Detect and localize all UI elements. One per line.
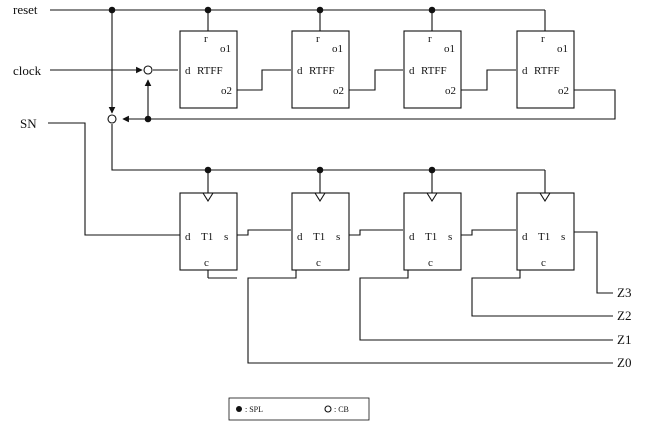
spl-dot <box>144 115 152 123</box>
output-label-z3: Z3 <box>617 285 631 300</box>
t1-4: d T1 s c <box>516 192 575 271</box>
t1-chain-wires <box>237 229 516 236</box>
spl-dot <box>316 6 324 14</box>
t1-2: d T1 s c <box>291 192 350 271</box>
spl-dot <box>108 6 116 14</box>
legend-cb-label: : CB <box>334 405 349 414</box>
spl-dot <box>204 6 212 14</box>
rtff-d-pin: d <box>522 65 528 77</box>
t1-s-pin: s <box>224 231 228 243</box>
spl-dot <box>204 166 212 174</box>
rtff-o2-pin: o2 <box>558 85 569 97</box>
spl-dots <box>108 6 436 174</box>
output-label-z0: Z0 <box>617 355 631 370</box>
t1-name: T1 <box>538 231 550 243</box>
rtff-name: RTFF <box>197 65 223 77</box>
t1-c-pin: c <box>428 257 433 269</box>
output-label-z1: Z1 <box>617 332 631 347</box>
legend-cb-icon <box>324 405 332 413</box>
t1-1: d T1 s c <box>179 192 238 271</box>
t1-s-pin: s <box>336 231 340 243</box>
sn-label: SN <box>20 116 37 131</box>
t1-name: T1 <box>201 231 213 243</box>
t1-3: d T1 s c <box>403 192 462 271</box>
t1-d-pin: d <box>185 231 191 243</box>
t1-s-pin: s <box>448 231 452 243</box>
rtff-name: RTFF <box>421 65 447 77</box>
legend-spl-label: : SPL <box>245 405 263 414</box>
rtff-3: r o1 d RTFF o2 <box>403 30 462 109</box>
spl-dot <box>316 166 324 174</box>
t1-c-pin: c <box>316 257 321 269</box>
spl-dot <box>428 6 436 14</box>
t1-c-pin: c <box>541 257 546 269</box>
cb-circle <box>143 65 153 75</box>
rtff-d-pin: d <box>185 65 191 77</box>
cb-circle <box>107 114 117 124</box>
t1-name: T1 <box>425 231 437 243</box>
rtff-reset-pin: r <box>316 33 320 45</box>
output-label-z2: Z2 <box>617 308 631 323</box>
rtff-o2-pin: o2 <box>221 85 232 97</box>
rtff-4: r o1 d RTFF o2 <box>516 30 575 109</box>
rtff-name: RTFF <box>309 65 335 77</box>
rtff-d-pin: d <box>297 65 303 77</box>
t1-s-pin: s <box>561 231 565 243</box>
rtff-o1-pin: o1 <box>444 43 455 55</box>
output-wires <box>207 231 613 364</box>
rtff-chain-wires <box>237 69 516 91</box>
rtff-o1-pin: o1 <box>557 43 568 55</box>
rtff-o2-pin: o2 <box>333 85 344 97</box>
t1-name: T1 <box>313 231 325 243</box>
reset-label: reset <box>13 2 38 17</box>
rtff-o1-pin: o1 <box>220 43 231 55</box>
t1-d-pin: d <box>522 231 528 243</box>
t1-d-pin: d <box>297 231 303 243</box>
legend-spl-icon <box>236 406 242 412</box>
t1-d-pin: d <box>409 231 415 243</box>
cb-circles <box>107 65 153 124</box>
rtff-d-pin: d <box>409 65 415 77</box>
rtff-name: RTFF <box>534 65 560 77</box>
rtff-reset-pin: r <box>541 33 545 45</box>
rtff-o1-pin: o1 <box>332 43 343 55</box>
rtff-1: r o1 d RTFF o2 <box>179 30 238 109</box>
spl-dot <box>428 166 436 174</box>
rtff-reset-pin: r <box>428 33 432 45</box>
legend: : SPL : CB <box>228 397 370 421</box>
t1-c-pin: c <box>204 257 209 269</box>
clock-label: clock <box>13 63 42 78</box>
rtff-reset-pin: r <box>204 33 208 45</box>
rtff-2: r o1 d RTFF o2 <box>291 30 350 109</box>
rtff-o2-pin: o2 <box>445 85 456 97</box>
